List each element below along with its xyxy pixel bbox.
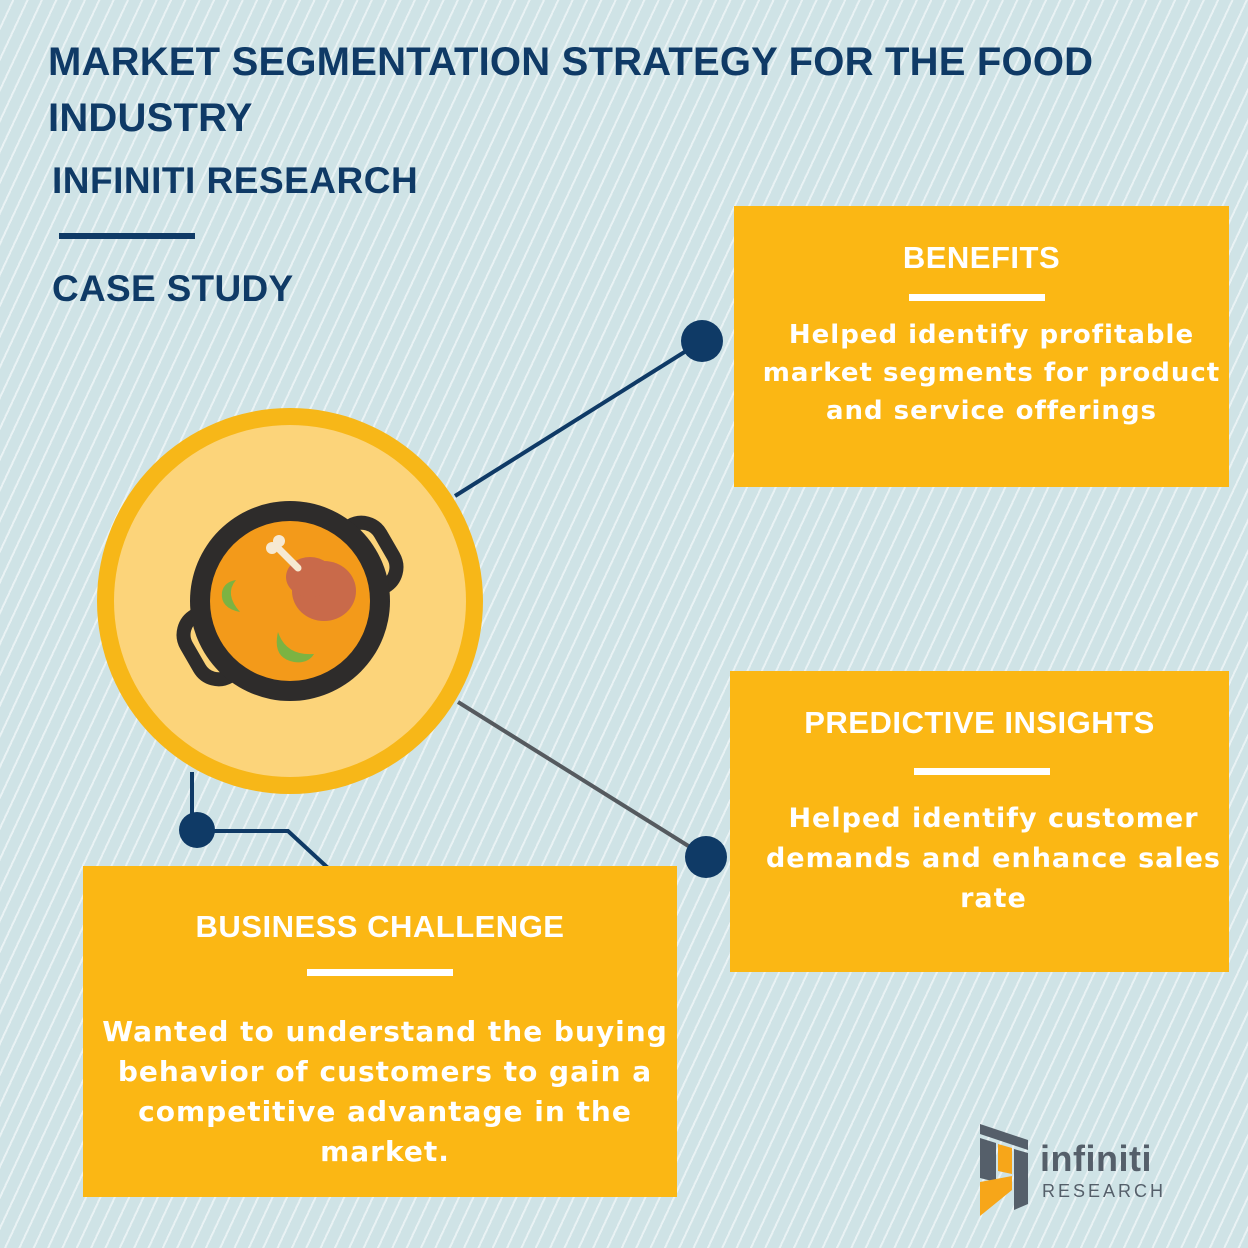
logo-mark-icon [980,1124,1028,1216]
infiniti-research-logo: infiniti RESEARCH [978,1124,1178,1216]
business-challenge-divider [307,969,453,976]
connector-line-benefits [453,339,704,498]
connector-dot-challenge [179,812,215,848]
business-challenge-heading: BUSINESS CHALLENGE [195,909,565,944]
page-title: MARKET SEGMENTATION STRATEGY FOR THE FOO… [48,40,1094,140]
logo-wordmark: infiniti [1040,1138,1152,1179]
benefits-heading: BENEFITS [902,240,1061,275]
predictive-insights-divider [914,768,1050,775]
benefits-card: BENEFITS Helped identify profitable mark… [734,206,1229,487]
cooking-pot-icon [176,501,404,701]
logo-subtitle: RESEARCH [1042,1181,1167,1201]
connector-line-challenge [190,772,330,870]
predictive-insights-text: Helped identify customer demands and enh… [765,803,1222,914]
connector-line-insights [456,700,708,859]
benefits-divider [909,294,1045,301]
benefits-text: Helped identify profitable market segmen… [762,320,1221,426]
connector-dot-insights [685,836,727,878]
predictive-insights-card: PREDICTIVE INSIGHTS Helped identify cust… [730,671,1229,972]
case-study-label: CASE STUDY [52,268,294,309]
food-illustration [97,408,483,794]
header-divider [59,233,195,239]
business-challenge-text: Wanted to understand the buying behavior… [102,1015,668,1168]
company-name: INFINITI RESEARCH [52,160,419,201]
predictive-insights-heading: PREDICTIVE INSIGHTS [804,705,1155,740]
connector-dot-benefits [681,320,723,362]
business-challenge-card: BUSINESS CHALLENGE Wanted to understand … [83,866,677,1197]
